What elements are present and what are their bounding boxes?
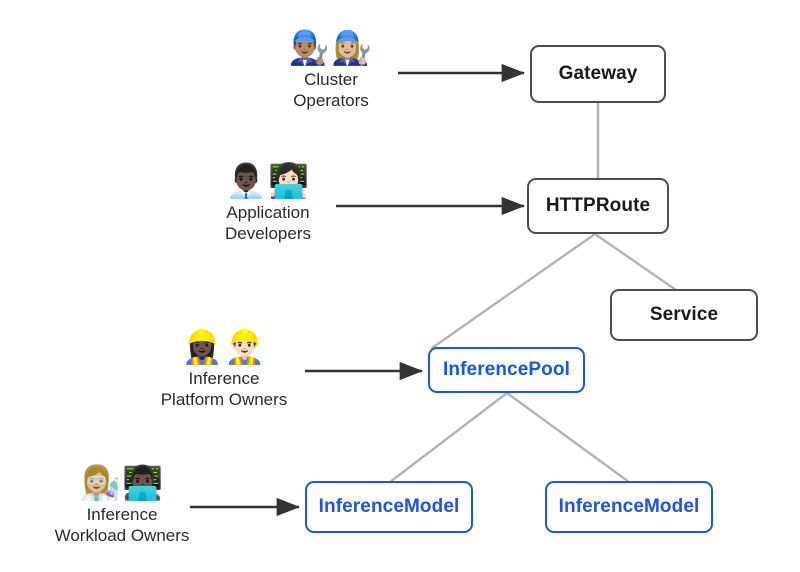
application-developers-label: Application Developers: [225, 202, 311, 244]
node-inferencemodel-left-label: InferenceModel: [318, 496, 460, 517]
cluster-operators-emoji-icon: 👨🏽‍🔧👩🏼‍🔧: [288, 28, 374, 67]
inference-platform-owners-label-line2: Platform Owners: [160, 389, 288, 409]
inference-platform-owners-label-line1: Inference: [188, 368, 260, 388]
node-gateway[interactable]: Gateway: [530, 45, 666, 103]
inference-platform-owners-emoji-icon: 👷🏿‍♀️👷🏻‍♂️: [181, 327, 267, 366]
application-developers-label-line2: Developers: [225, 223, 311, 243]
node-service-label: Service: [649, 304, 719, 325]
connector-inferencepool-inferencemodel-left: [388, 391, 509, 484]
persona-inference-platform-owners: 👷🏿‍♀️👷🏻‍♂️ Inference Platform Owners: [159, 329, 289, 410]
connector-httproute-service: [593, 232, 678, 292]
persona-inference-workload-owners: 👩🏼‍🔬👨🏿‍💻 Inference Workload Owners: [55, 463, 190, 546]
cluster-operators-label-line1: Cluster: [304, 69, 358, 89]
node-inferencemodel-right[interactable]: InferenceModel: [545, 481, 713, 533]
node-httproute[interactable]: HTTPRoute: [527, 178, 669, 234]
connector-httproute-inferencepool: [430, 232, 597, 350]
inference-workload-owners-label: Inference Workload Owners: [55, 504, 190, 546]
node-gateway-label: Gateway: [558, 63, 638, 84]
persona-cluster-operators: 👨🏽‍🔧👩🏼‍🔧 Cluster Operators: [266, 30, 396, 111]
inference-workload-owners-label-line2: Workload Owners: [54, 525, 190, 545]
cluster-operators-label: Cluster Operators: [293, 69, 369, 111]
node-inferencepool[interactable]: InferencePool: [428, 347, 585, 393]
node-httproute-label: HTTPRoute: [545, 195, 651, 216]
node-inferencemodel-left[interactable]: InferenceModel: [305, 481, 473, 533]
node-service[interactable]: Service: [610, 289, 758, 341]
application-developers-emoji-icon: 👨🏿‍💼👩🏻‍💻: [225, 161, 311, 200]
inference-workload-owners-emoji-icon: 👩🏼‍🔬👨🏿‍💻: [79, 463, 165, 502]
application-developers-label-line1: Application: [226, 202, 310, 222]
node-inferencemodel-right-label: InferenceModel: [558, 496, 700, 517]
persona-application-developers: 👨🏿‍💼👩🏻‍💻 Application Developers: [203, 163, 333, 244]
inference-workload-owners-label-line1: Inference: [86, 504, 158, 524]
inference-platform-owners-label: Inference Platform Owners: [161, 368, 288, 410]
connector-inferencepool-inferencemodel-right: [505, 391, 631, 484]
node-inferencepool-label: InferencePool: [443, 359, 570, 380]
cluster-operators-label-line2: Operators: [293, 90, 369, 110]
